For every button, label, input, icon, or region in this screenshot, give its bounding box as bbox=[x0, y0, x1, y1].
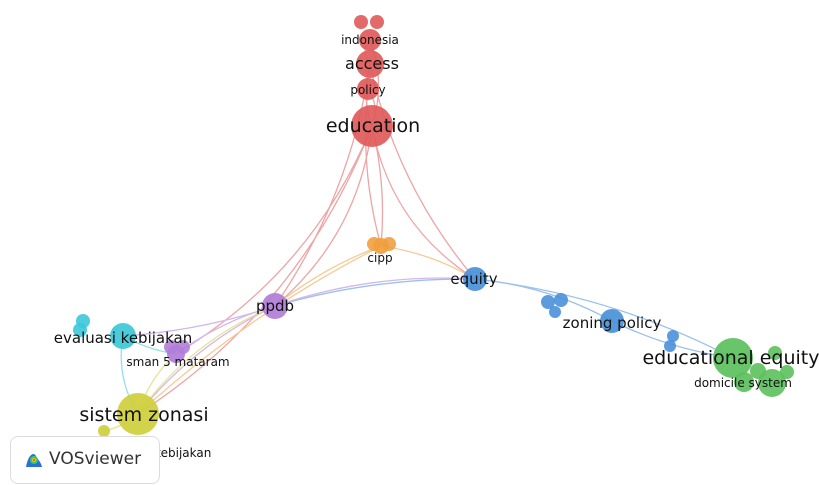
node-ppdb[interactable] bbox=[262, 293, 288, 319]
node-educational-equity[interactable] bbox=[713, 338, 753, 378]
node-policy[interactable] bbox=[357, 78, 379, 100]
node-evaluasi-kebijakan[interactable] bbox=[110, 323, 136, 349]
link-ppdb-sistem-zonasi bbox=[137, 305, 276, 415]
node-unlabeled-9[interactable] bbox=[664, 340, 676, 352]
label-indonesia: indonesia bbox=[341, 33, 399, 47]
link-ppdb-equity bbox=[274, 277, 476, 307]
node-cipp[interactable] bbox=[373, 238, 389, 254]
node-sistem-zonasi[interactable] bbox=[117, 393, 159, 435]
label-educational-equity: educational equity bbox=[642, 347, 819, 369]
label-cipp: cipp bbox=[367, 251, 392, 265]
label-ppdb: ppdb bbox=[256, 297, 294, 315]
label-equity: equity bbox=[450, 270, 497, 288]
node-unlabeled-14[interactable] bbox=[758, 369, 786, 397]
node-unlabeled-7[interactable] bbox=[549, 306, 561, 318]
label-sistem-zonasi: sistem zonasi bbox=[79, 404, 208, 426]
link-education-sman-5-mataram bbox=[175, 125, 373, 355]
label-evaluasi-kebijakan: evaluasi kebijakan bbox=[54, 329, 192, 347]
link-education-ppdb bbox=[274, 125, 373, 307]
node-indonesia[interactable] bbox=[359, 29, 381, 51]
node-equity[interactable] bbox=[463, 267, 487, 291]
vosviewer-label: VOSviewer bbox=[49, 449, 142, 469]
node-zoning-policy[interactable] bbox=[600, 309, 624, 333]
link-ppdb-evaluasi-kebijakan bbox=[122, 305, 276, 337]
network-labels: indonesia access policy education cipp equity… bbox=[54, 33, 819, 460]
label-access: access bbox=[345, 54, 399, 73]
link-equity-educational-equity bbox=[474, 278, 734, 359]
link-sistem-zonasi-ppdb bbox=[137, 305, 276, 415]
link-equity-ppdb bbox=[274, 278, 476, 307]
node-sman-5-mataram[interactable] bbox=[167, 345, 185, 363]
link-cipp-sistem-zonasi bbox=[137, 245, 382, 415]
label-domicile-system: domicile system bbox=[694, 376, 792, 390]
node-domicile-system[interactable] bbox=[734, 372, 754, 392]
label-sman-5-mataram: sman 5 mataram bbox=[126, 355, 229, 369]
node-unlabeled-1[interactable] bbox=[354, 15, 368, 29]
node-unlabeled-11[interactable] bbox=[73, 323, 87, 337]
label-zoning-policy: zoning policy bbox=[563, 314, 662, 332]
node-education[interactable] bbox=[351, 105, 393, 147]
label-policy: policy bbox=[350, 83, 385, 97]
link-education-sistem-zonasi bbox=[137, 125, 373, 415]
node-unlabeled-16[interactable] bbox=[780, 365, 794, 379]
node-access[interactable] bbox=[356, 50, 384, 78]
vosviewer-logo-icon bbox=[26, 454, 42, 467]
node-unlabeled-15[interactable] bbox=[768, 346, 782, 360]
link-cipp-ppdb bbox=[274, 245, 382, 307]
node-unlabeled-5[interactable] bbox=[541, 295, 555, 309]
link-access-ppdb bbox=[274, 63, 371, 307]
network-links bbox=[103, 39, 734, 432]
node-unlabeled-17[interactable] bbox=[750, 363, 766, 379]
node-implementasi-kebijakan[interactable] bbox=[98, 425, 110, 437]
node-unlabeled-8[interactable] bbox=[667, 330, 679, 342]
network-nodes bbox=[73, 15, 794, 437]
node-unlabeled-6[interactable] bbox=[554, 293, 568, 307]
label-education: education bbox=[326, 115, 420, 137]
node-unlabeled-2[interactable] bbox=[370, 15, 384, 29]
vosviewer-badge: VOSviewer bbox=[10, 436, 160, 484]
